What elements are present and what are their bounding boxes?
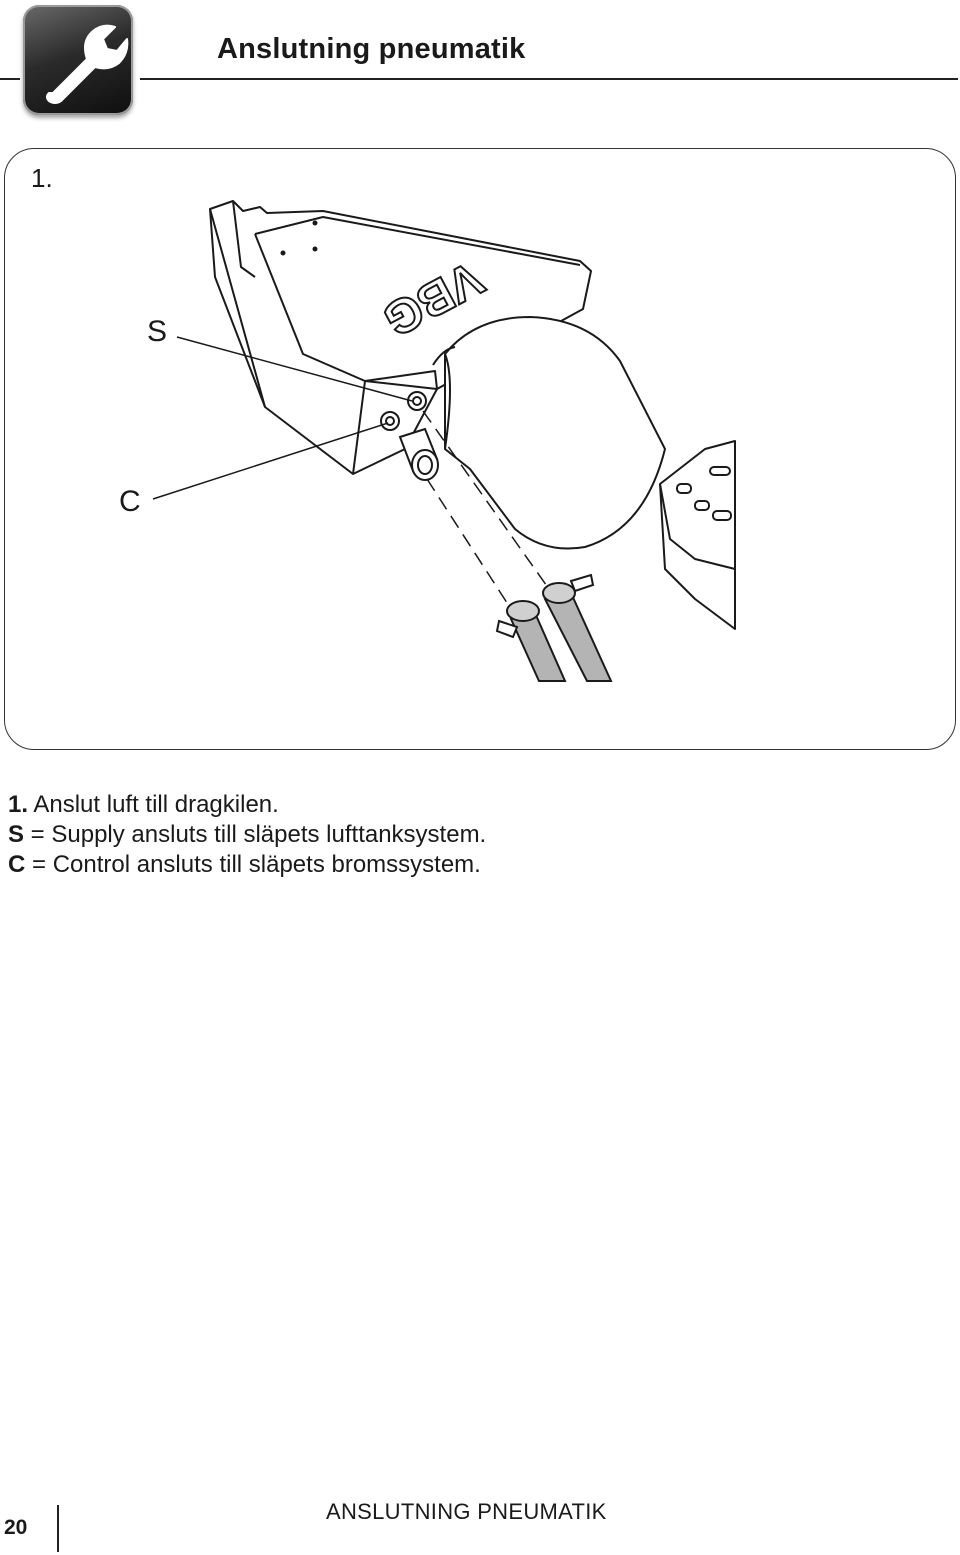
caption-supply-text: = Supply ansluts till släpets lufttanksy… xyxy=(24,821,487,848)
footer-rule xyxy=(57,1505,59,1552)
air-connectors xyxy=(380,391,439,481)
air-hoses xyxy=(495,573,613,682)
callout-c: C xyxy=(119,485,141,518)
caption-supply-key: S xyxy=(8,821,25,848)
coupling-jaw xyxy=(659,440,736,630)
footer-section-title: ANSLUTNING PNEUMATIK xyxy=(326,1499,607,1524)
caption-control-line: C = Control ansluts till släpets bromssy… xyxy=(8,850,486,880)
callout-s: S xyxy=(147,315,167,348)
page-title: Anslutning pneumatik xyxy=(217,33,526,65)
wrench-icon xyxy=(23,5,133,115)
caption-control-key: C xyxy=(8,851,26,878)
connection-guide-lines xyxy=(422,410,550,610)
caption-step-text: Anslut luft till dragkilen. xyxy=(28,791,279,818)
plate-holes xyxy=(280,220,318,256)
wrench-icon-glyph xyxy=(46,24,129,104)
callout-leader-lines xyxy=(152,336,413,500)
caption-control-text: = Control ansluts till släpets bromssyst… xyxy=(25,851,481,878)
caption: 1. Anslut luft till dragkilen. S = Suppl… xyxy=(8,790,486,880)
header-rule-right xyxy=(140,78,958,80)
page-number: 20 xyxy=(4,1516,28,1539)
figure-step-number: 1. xyxy=(31,163,53,193)
drawbar-plate xyxy=(209,200,592,475)
figure-panel: 1. VBG xyxy=(4,148,956,750)
rubber-bellow xyxy=(432,316,666,550)
header-rule-left xyxy=(0,78,20,80)
caption-supply-line: S = Supply ansluts till släpets lufttank… xyxy=(8,820,486,850)
caption-step-number: 1. xyxy=(8,791,29,818)
caption-step-line: 1. Anslut luft till dragkilen. xyxy=(8,790,486,820)
hitch-illustration: VBG xyxy=(119,200,736,682)
